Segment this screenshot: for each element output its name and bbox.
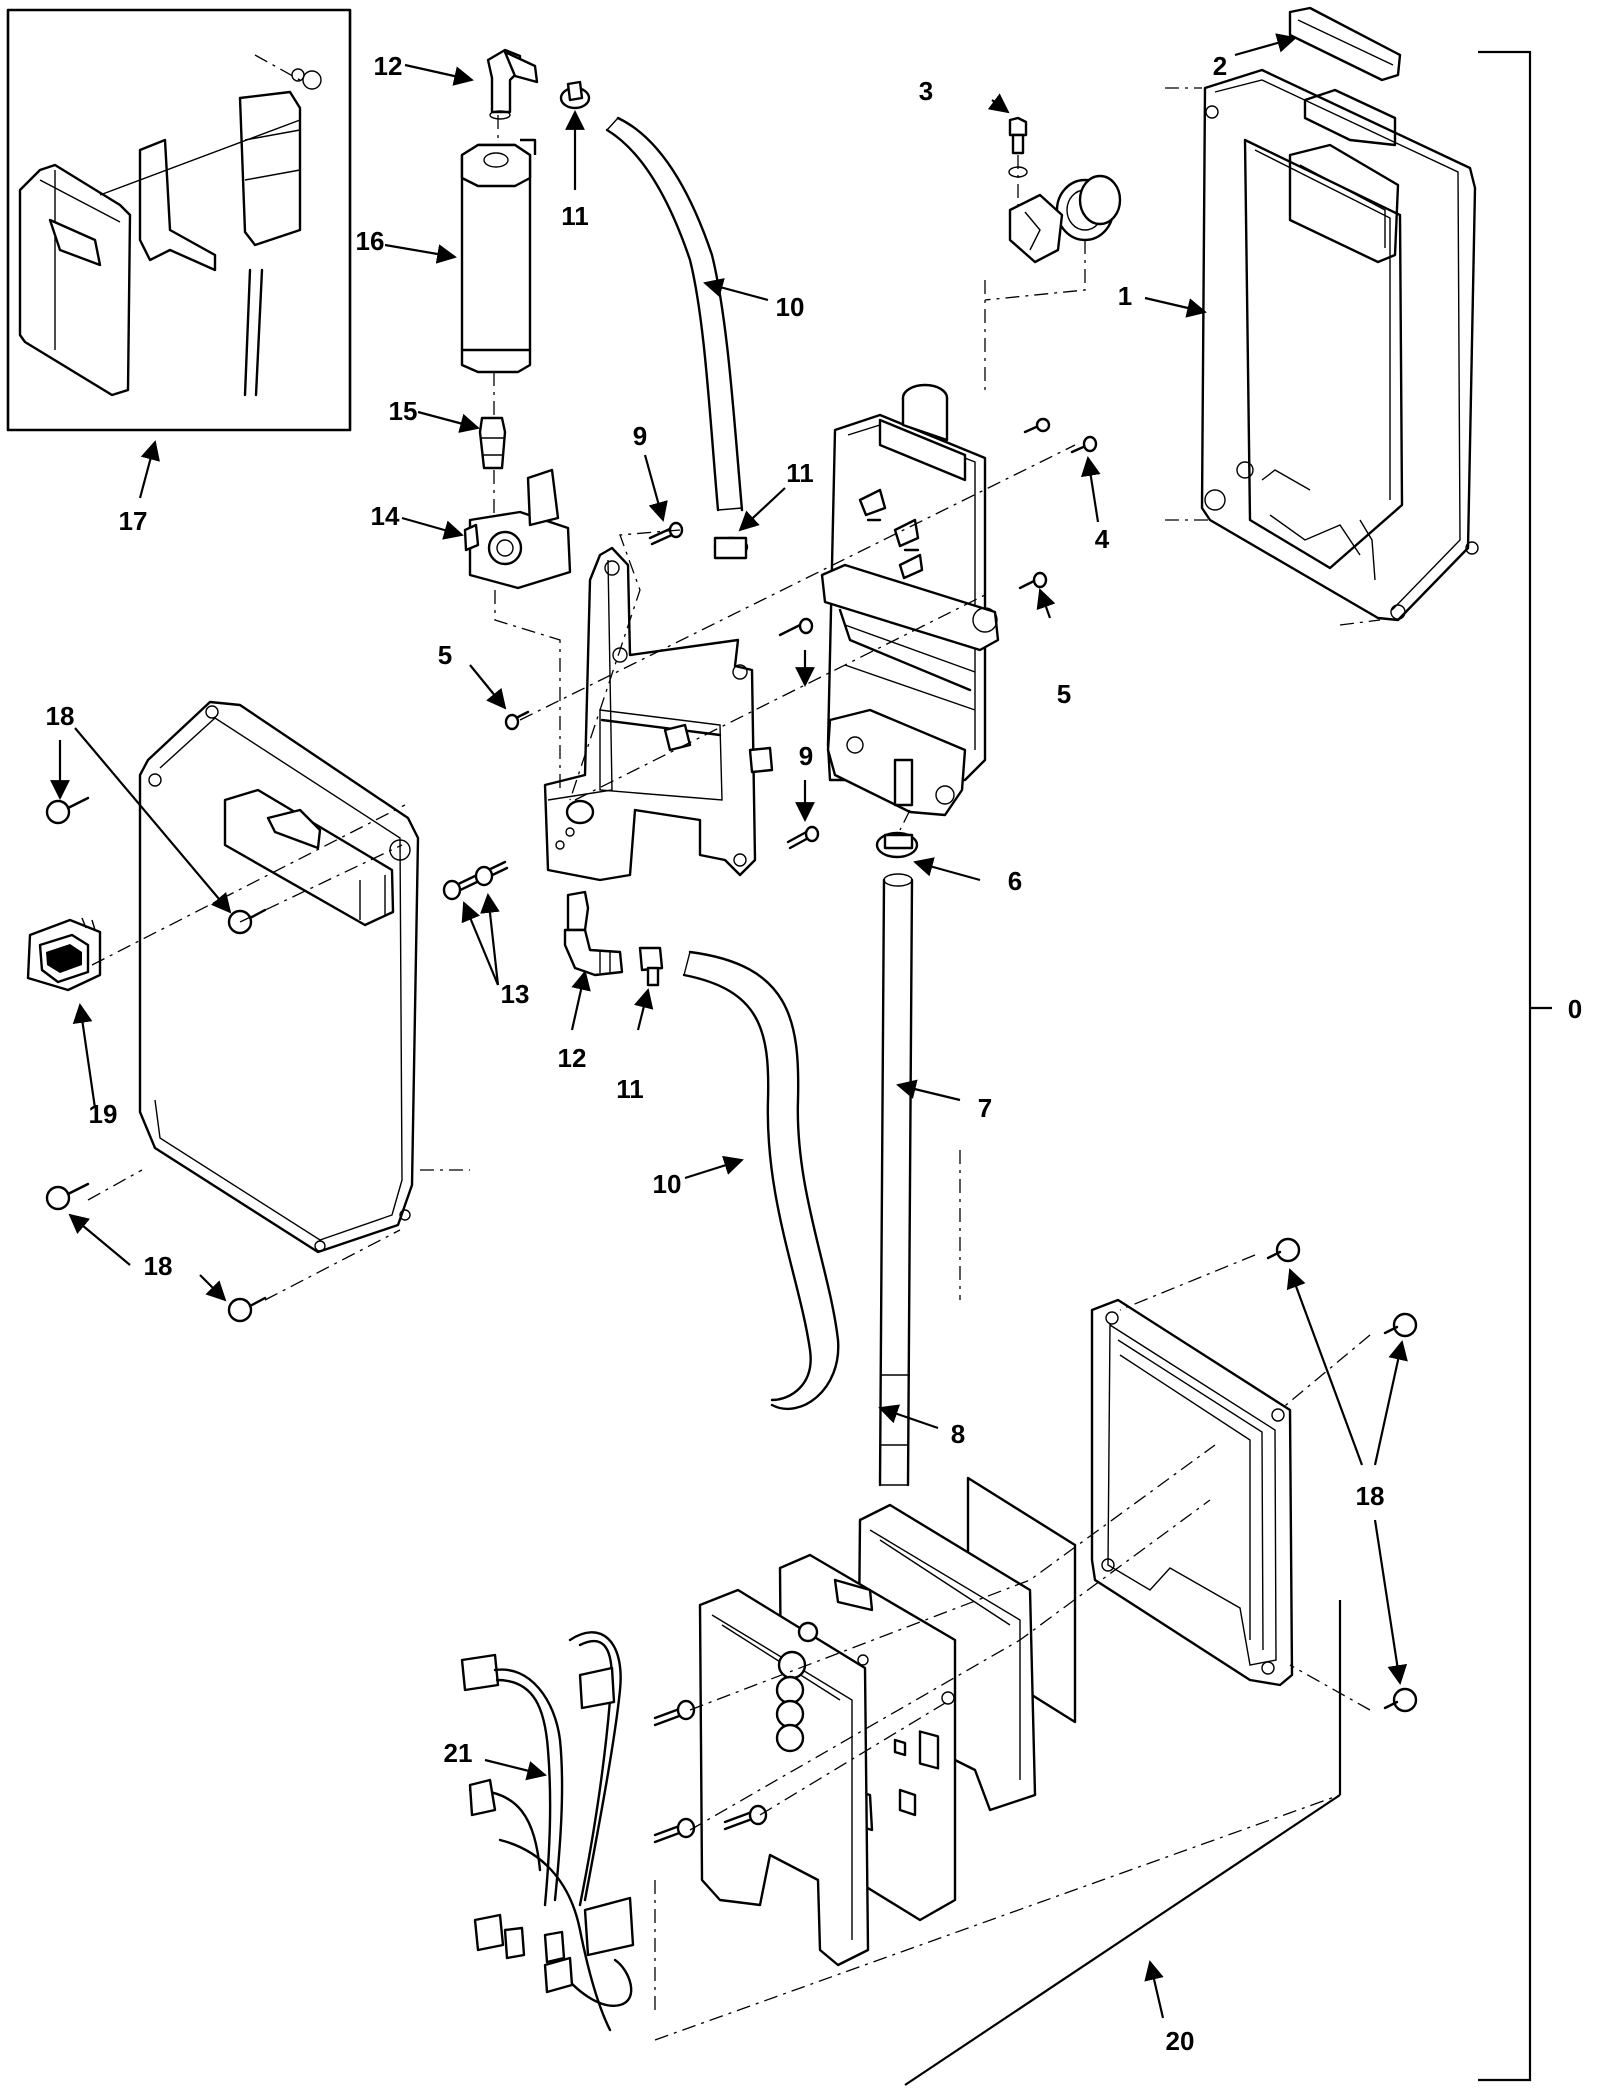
- callout-6: 6: [1008, 866, 1022, 896]
- callout-4: 4: [1095, 524, 1110, 554]
- callout-12-bottom: 12: [558, 1043, 587, 1073]
- lever-handle: [1288, 6, 1402, 82]
- callout-5-left: 5: [438, 640, 452, 670]
- callout-17: 17: [119, 506, 148, 536]
- elbow-fitting-bottom: [563, 890, 624, 977]
- wire-harness: [460, 1631, 635, 2032]
- screws-misc: [45, 417, 1418, 1713]
- hose-top: [605, 116, 744, 512]
- callout-7: 7: [978, 1093, 992, 1123]
- callout-18-right: 18: [1356, 1481, 1385, 1511]
- callout-18-topleft: 18: [46, 701, 75, 731]
- callout-19: 19: [89, 1099, 118, 1129]
- callout-1: 1: [1118, 281, 1132, 311]
- callout-15: 15: [389, 396, 418, 426]
- callout-14: 14: [371, 501, 400, 531]
- callout-2: 2: [1213, 51, 1227, 81]
- rear-housing: [1200, 68, 1479, 622]
- callout-9-top: 9: [633, 421, 647, 451]
- pcb-gasket-rear: [1090, 1298, 1294, 1687]
- callout-5-right: 5: [1057, 679, 1071, 709]
- callout-10-top: 10: [776, 292, 805, 322]
- pcb-screws: [653, 1699, 768, 1844]
- callout-9-mid: 9: [799, 741, 813, 771]
- tank-assembly: [820, 383, 1000, 831]
- callout-10-bottom: 10: [653, 1169, 682, 1199]
- callout-12-top: 12: [374, 51, 403, 81]
- nipple-fitting: [478, 416, 507, 470]
- callout-11-top: 11: [561, 201, 589, 231]
- filter-cartridge: [460, 138, 537, 374]
- pcb-front-frame: [698, 1588, 870, 1967]
- hose-bottom: [682, 950, 840, 1411]
- callout-16: 16: [356, 226, 385, 256]
- hose-clamp-bottom: [638, 946, 664, 987]
- callout-21: 21: [444, 1738, 473, 1768]
- inset-assembly-view: [6, 8, 352, 432]
- hose-clamp-middle: [713, 536, 749, 560]
- callout-18-bottomleft: 18: [144, 1251, 173, 1281]
- callout-labels: 12 11 16 15 14 17 10 11 9 5 9 5 4 3 2 1 …: [46, 51, 1583, 2056]
- callout-leaders: [50, 33, 1552, 2086]
- callout-0: 0: [1568, 994, 1582, 1024]
- callout-13: 13: [501, 979, 530, 1009]
- rocker-switch: [26, 917, 102, 992]
- callout-20: 20: [1166, 2026, 1195, 2056]
- front-cover: [138, 700, 420, 1254]
- callout-11-bottom: 11: [616, 1074, 644, 1104]
- elbow-fitting-top: [486, 48, 539, 120]
- cap-screw-assembly: [1008, 116, 1122, 264]
- callout-8: 8: [951, 1419, 965, 1449]
- mounting-bracket: [543, 546, 774, 882]
- callout-11-mid: 11: [786, 458, 814, 488]
- solenoid-valve: [463, 468, 572, 590]
- hose-clamp-top: [559, 80, 591, 110]
- assembly-centerlines: [87, 87, 1381, 2041]
- callout-3: 3: [919, 76, 933, 106]
- drain-tube: [875, 831, 919, 1487]
